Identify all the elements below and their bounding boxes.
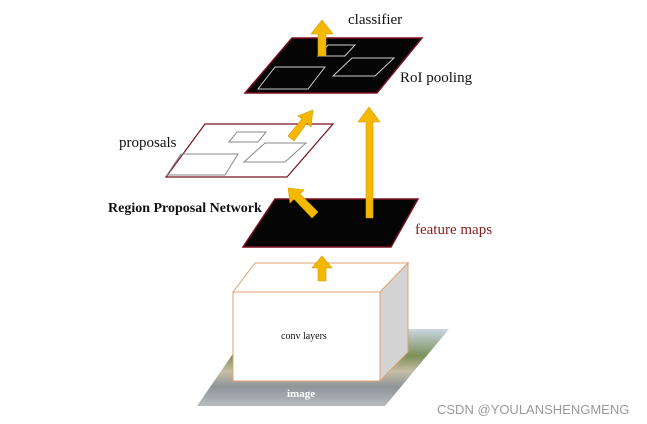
watermark: CSDN @YOULANSHENGMENG (437, 402, 630, 417)
image-label: image (287, 388, 316, 400)
roi-pooling-plane (243, 37, 424, 94)
feature-maps-label: feature maps (415, 222, 493, 238)
feature-map-plane (241, 198, 420, 248)
arrow-rpn (287, 187, 319, 219)
roi-pooling-label: RoI pooling (400, 70, 473, 86)
proposals-label: proposals (119, 135, 177, 151)
arrows (287, 19, 381, 282)
proposals-plane (164, 123, 335, 178)
arrow-conv-to-feature (311, 255, 333, 282)
conv-layers-label: conv layers (281, 331, 327, 342)
arrow-proposals-to-roi (287, 109, 314, 142)
conv-layers-box (231, 261, 410, 383)
rpn-label: Region Proposal Network (108, 201, 262, 216)
arrow-feature-to-roi (357, 106, 381, 219)
arrow-classifier (310, 19, 334, 57)
classifier-label: classifier (348, 12, 403, 28)
